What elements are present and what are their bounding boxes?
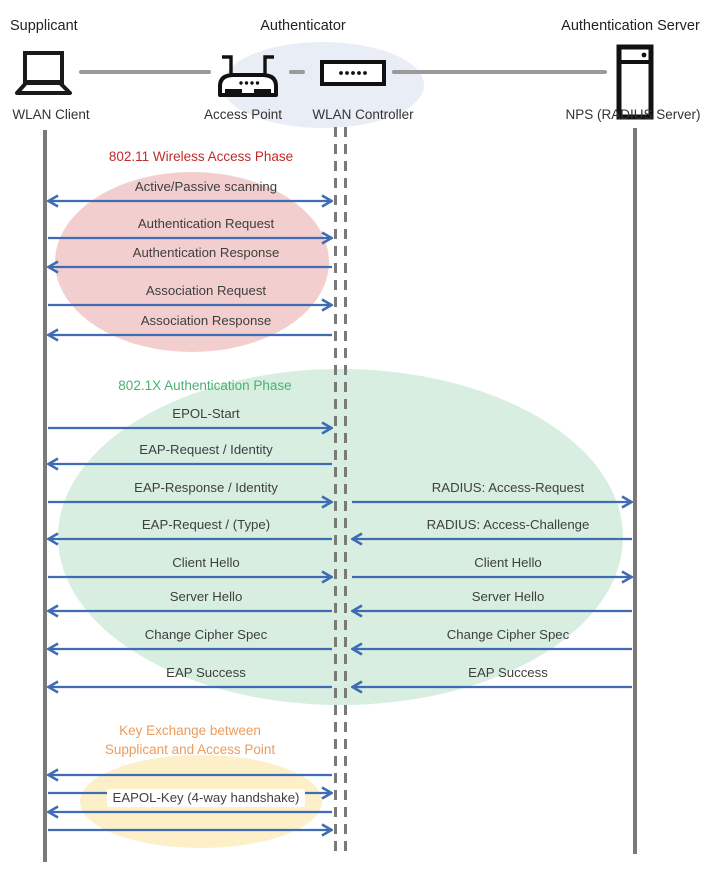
message-arrow	[47, 493, 335, 511]
message-label: Client Hello	[474, 555, 542, 570]
message-label: Change Cipher Spec	[144, 627, 268, 642]
message-arrow	[47, 296, 335, 314]
role-supplicant: Supplicant	[10, 18, 78, 34]
wire-ap-to-controller	[289, 70, 305, 74]
message-arrow	[45, 258, 333, 276]
message-arrow	[45, 766, 333, 784]
message-label: EAPOL-Key (4-way handshake)	[47, 789, 349, 807]
message-label: RADIUS: Access-Challenge	[426, 517, 590, 532]
message-arrow	[349, 678, 633, 696]
message-arrow	[349, 640, 633, 658]
message-arrow	[45, 455, 333, 473]
wlan-controller-icon	[320, 60, 386, 86]
message-label: EAP-Response / Identity	[134, 480, 278, 495]
message-label: Server Hello	[471, 589, 545, 604]
message-label: Authentication Response	[132, 245, 280, 260]
laptop-icon	[15, 51, 72, 95]
lifeline-controller-dashed-right	[344, 127, 347, 854]
server-icon	[616, 44, 654, 120]
message-label: Authentication Request	[137, 216, 275, 231]
phase-title-wireless-access: 802.11 Wireless Access Phase	[108, 149, 294, 164]
message-arrow	[45, 326, 333, 344]
message-arrow	[45, 678, 333, 696]
message-label: Association Request	[145, 283, 267, 298]
message-arrow	[47, 821, 335, 839]
phase-title-authentication: 802.1X Authentication Phase	[118, 378, 292, 393]
message-label: Association Response	[140, 313, 272, 328]
message-label: EAP Success	[166, 665, 246, 680]
message-arrow	[349, 530, 633, 548]
access-point-icon	[218, 55, 278, 97]
message-arrow	[47, 229, 335, 247]
role-authentication-server: Authentication Server	[561, 18, 700, 34]
message-label: EAP-Request / (Type)	[141, 517, 271, 532]
lifeline-nps-server	[633, 128, 637, 854]
message-label: Server Hello	[169, 589, 243, 604]
message-arrow	[47, 419, 335, 437]
lifeline-wlan-client	[43, 130, 47, 862]
message-arrow	[45, 530, 333, 548]
message-arrow	[45, 602, 333, 620]
wire-client-to-ap	[79, 70, 211, 74]
label-nps-radius-server: NPS (RADIUS Server)	[565, 107, 701, 122]
message-label: EAP-Request / Identity	[139, 442, 273, 457]
message-label: EPOL-Start	[172, 406, 240, 421]
message-label: Active/Passive scanning	[134, 179, 278, 194]
label-wlan-controller: WLAN Controller	[312, 107, 414, 122]
message-arrow	[351, 493, 635, 511]
phase-title-key-exchange-line1: Key Exchange between	[119, 723, 261, 738]
message-arrow	[349, 602, 633, 620]
label-access-point: Access Point	[203, 107, 283, 122]
label-wlan-client: WLAN Client	[12, 107, 90, 122]
phase-title-key-exchange: Key Exchange between Supplicant and Acce…	[70, 721, 310, 759]
message-label: Change Cipher Spec	[446, 627, 570, 642]
message-arrow	[351, 568, 635, 586]
message-label: Client Hello	[172, 555, 240, 570]
message-arrow	[45, 803, 333, 821]
message-arrow	[47, 568, 335, 586]
wire-controller-to-server	[392, 70, 607, 74]
role-authenticator: Authenticator	[260, 18, 346, 34]
message-label: RADIUS: Access-Request	[431, 480, 585, 495]
message-arrow	[45, 192, 335, 210]
phase-title-key-exchange-line2: Supplicant and Access Point	[104, 742, 276, 757]
message-label: EAP Success	[468, 665, 548, 680]
message-arrow	[45, 640, 333, 658]
lifeline-controller-dashed-left	[334, 127, 337, 854]
